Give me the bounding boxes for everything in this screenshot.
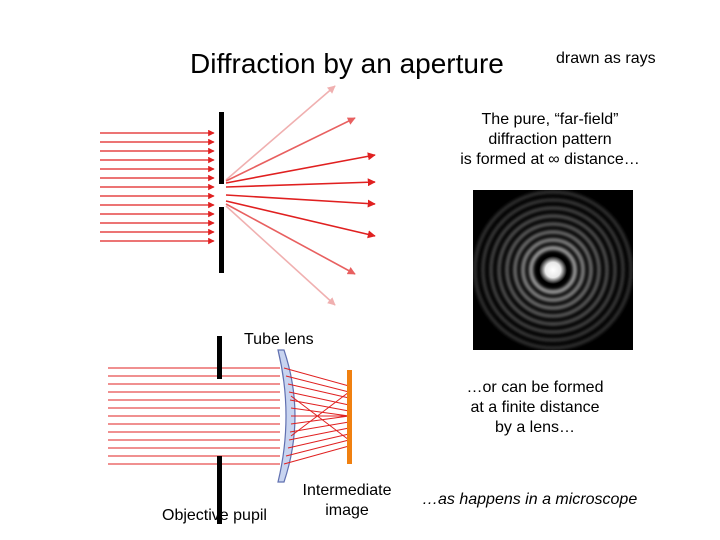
intermediate-image-label-line: image [325, 502, 369, 519]
converging-rays [283, 367, 350, 465]
far-field-caption-line: is formed at ∞ distance… [460, 151, 640, 168]
tube-lens-label: Tube lens [244, 331, 314, 348]
airy-rings [473, 190, 633, 350]
diffracted-ray-medium [225, 117, 356, 182]
finite-caption-line: by a lens… [494, 419, 576, 436]
subtitle: drawn as rays [556, 50, 656, 67]
objective-pupil-label: Objective pupil [162, 507, 267, 524]
diffracted-ray [225, 200, 376, 239]
objective-pupil [217, 336, 222, 524]
diffracted-ray [225, 194, 376, 208]
diffracted-ray-medium [225, 203, 356, 275]
tube-lens [277, 349, 296, 483]
aperture [219, 112, 224, 273]
finite-caption-line: …or can be formed [466, 379, 604, 396]
diffracted-ray-faint [225, 85, 336, 181]
airy-central-spot [539, 256, 567, 284]
diffracted-ray [225, 178, 376, 188]
objective-rays [108, 367, 280, 465]
aperture-lower-blade [219, 207, 224, 273]
airy-pattern-image [473, 190, 633, 350]
slide-title: Diffraction by an aperture [190, 48, 504, 79]
diffracted-ray-faint [225, 205, 336, 306]
far-field-caption-line: The pure, “far-field” [481, 111, 619, 128]
far-field-caption-line: diffraction pattern [488, 131, 612, 148]
far-field-caption: The pure, “far-field” diffraction patter… [440, 110, 660, 170]
finite-caption-line: at a finite distance [470, 399, 600, 416]
finite-distance-caption: …or can be formed at a finite distance b… [445, 378, 625, 438]
image-plane [347, 370, 352, 464]
objective-pupil-lower-blade [217, 456, 222, 524]
objective-pupil-upper-blade [217, 336, 222, 379]
microscope-note: …as happens in a microscope [422, 491, 638, 508]
diffracted-ray [225, 152, 376, 184]
intermediate-image-label-line: Intermediate [302, 482, 392, 499]
incoming-rays [100, 129, 215, 245]
diffracted-rays [225, 85, 376, 306]
intermediate-image-label: Intermediate image [292, 481, 402, 521]
aperture-upper-blade [219, 112, 224, 184]
